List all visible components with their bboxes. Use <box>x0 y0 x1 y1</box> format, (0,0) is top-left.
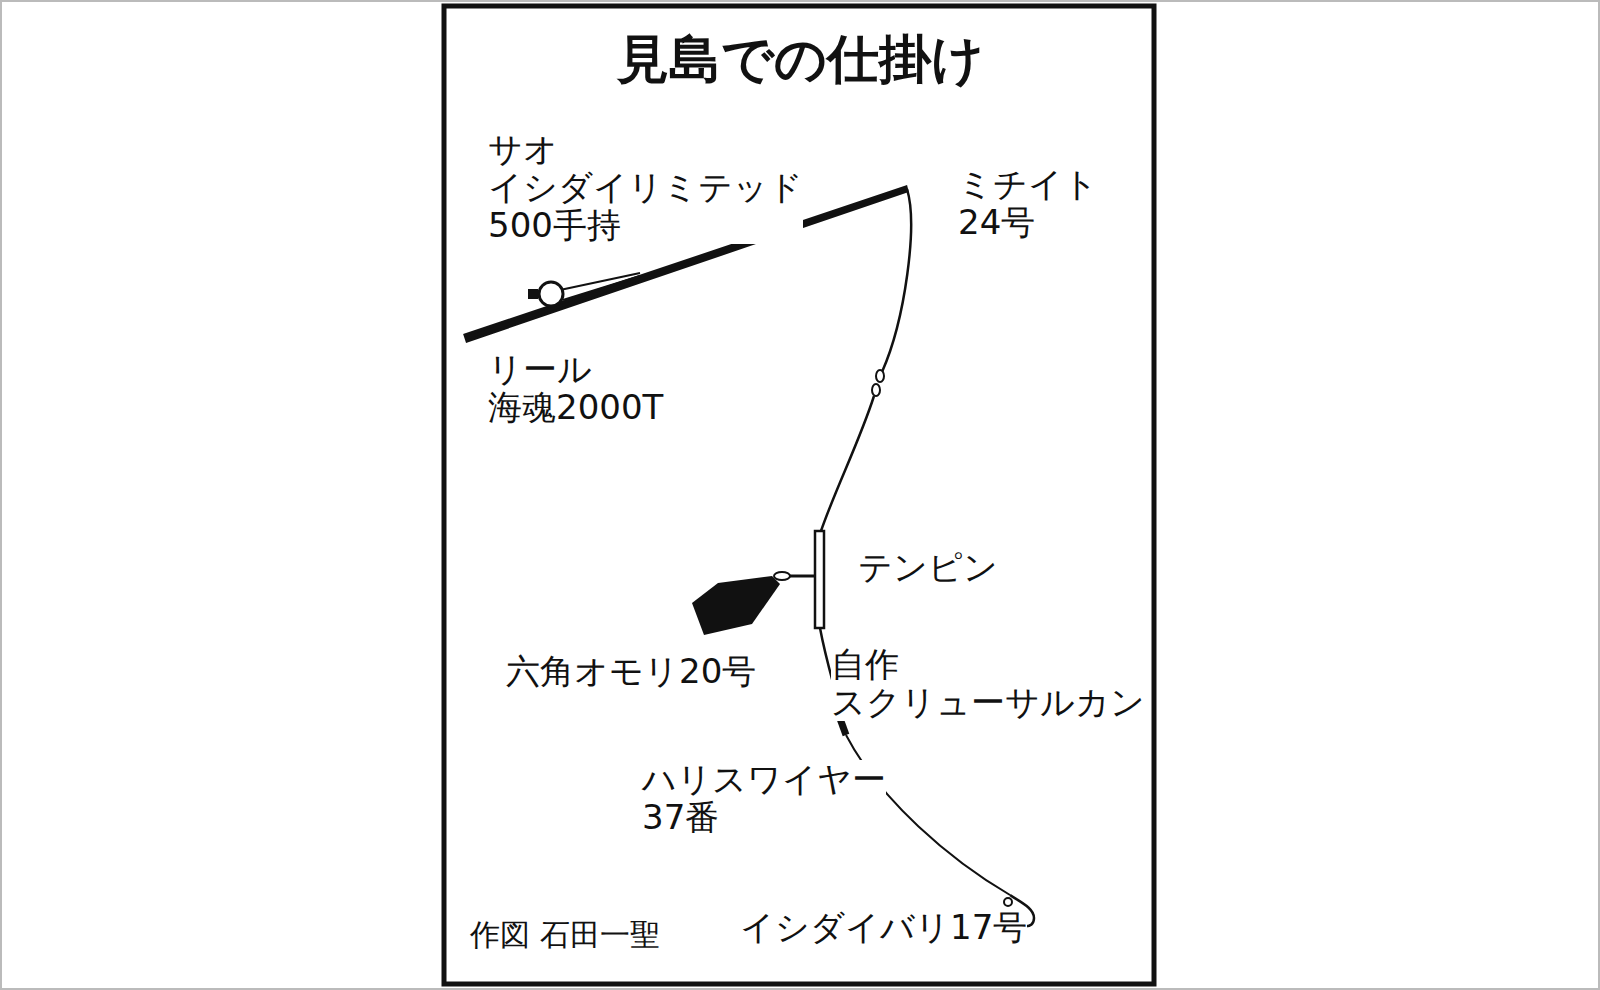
panel-frame <box>444 6 1154 984</box>
rod-label: サオ イシダイリミテッド 500手持 <box>488 130 803 244</box>
hook-label: イシダイバリ17号 <box>740 908 1027 946</box>
main-line <box>821 396 874 531</box>
tenbin <box>815 531 824 628</box>
reel-handle <box>528 289 538 299</box>
leader-label: ハリスワイヤー 37番 <box>642 760 886 836</box>
tenbin-label: テンピン <box>858 548 998 586</box>
hook-eye <box>1004 898 1012 906</box>
hexagonal-sinker <box>692 576 780 635</box>
diagram-title: 見島での仕掛け <box>617 30 984 88</box>
reel-line <box>563 276 640 300</box>
main-line <box>882 189 911 372</box>
line-label: ミチイト 24号 <box>958 165 1098 241</box>
swivel-label: 自作 スクリューサルカン <box>831 645 1145 721</box>
upper-swivel <box>872 384 880 396</box>
upper-swivel <box>876 370 884 382</box>
weight-snap <box>774 572 790 580</box>
sinker-label: 六角オモリ20号 <box>506 652 756 690</box>
credit-note: 作図 石田一聖 <box>470 918 660 952</box>
tenbin-arm <box>790 575 815 578</box>
reel-label: リール 海魂2000T <box>488 350 663 426</box>
reel <box>539 282 563 306</box>
